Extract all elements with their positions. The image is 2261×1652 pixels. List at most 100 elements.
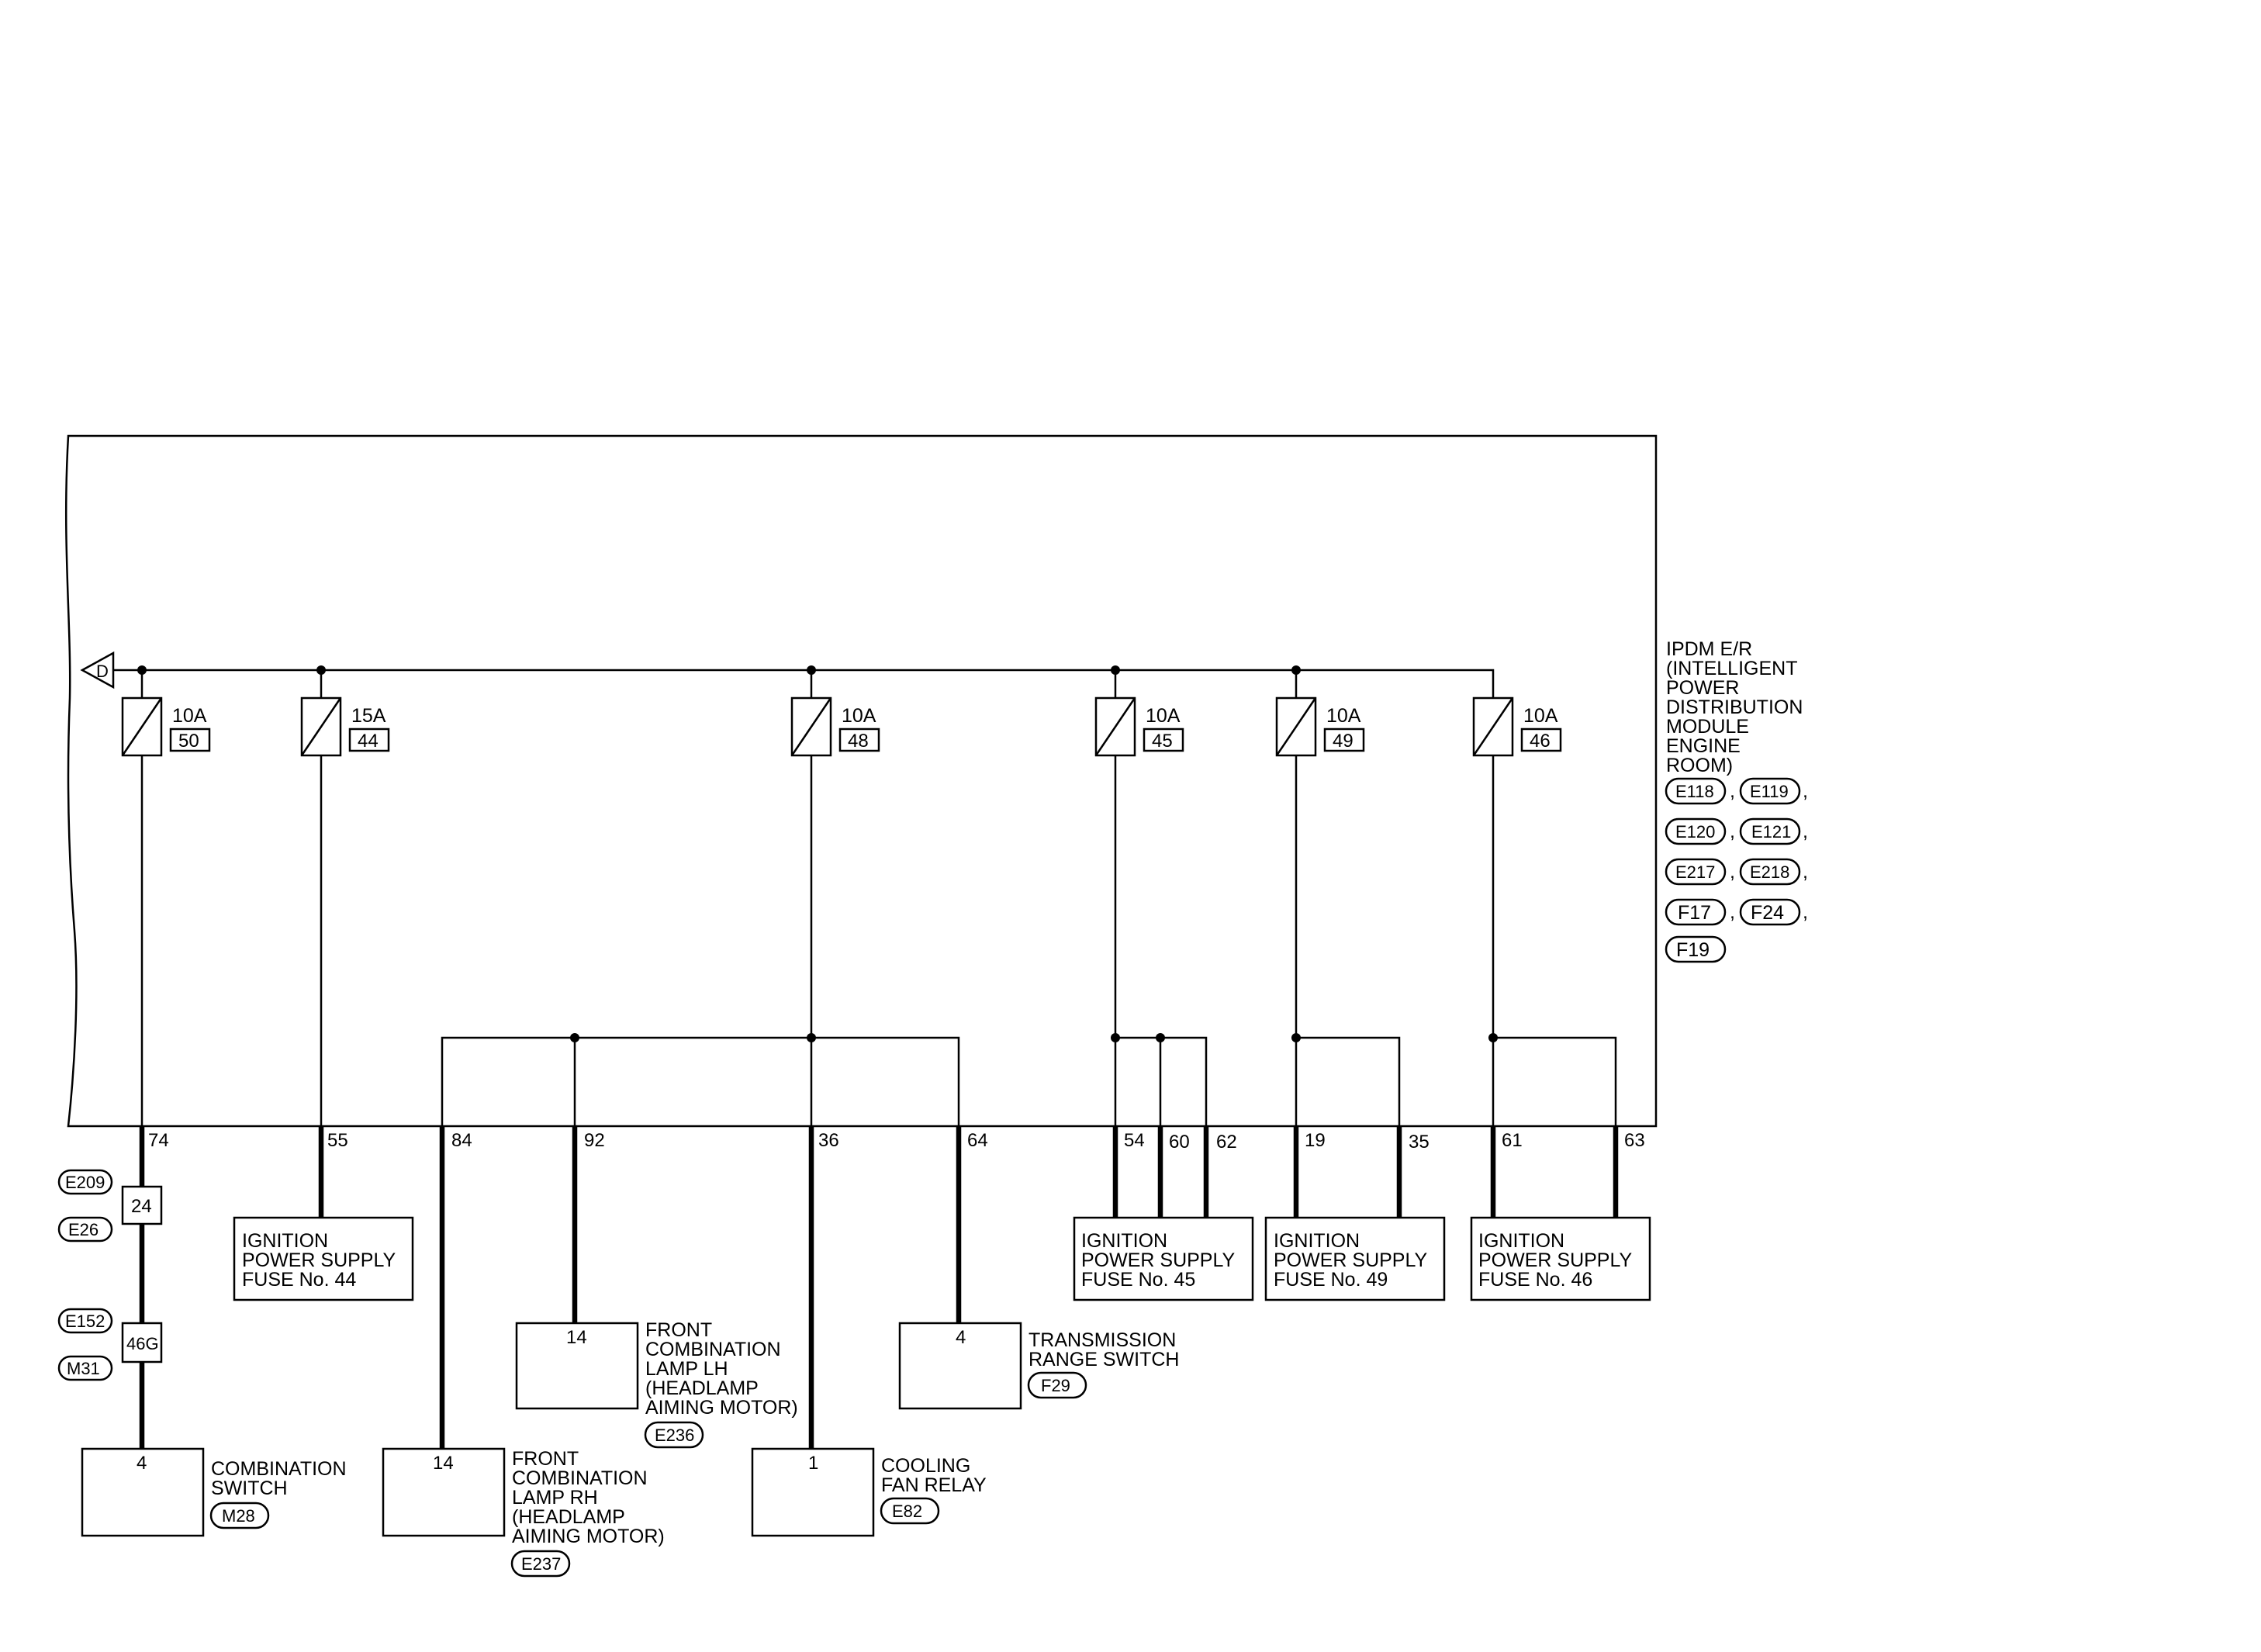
connector-label: E152 <box>65 1312 105 1331</box>
ipdm-label-line: MODULE <box>1666 716 1749 738</box>
connector-label: E217 <box>1675 862 1715 882</box>
connector-label: E118 <box>1675 782 1714 801</box>
fuse-number: 44 <box>358 731 379 752</box>
joint-connector-24: 24 E209 E26 <box>57 1169 163 1242</box>
joint-number: 24 <box>131 1196 152 1217</box>
component-label-line: COMBINATION <box>645 1339 781 1360</box>
ipdm-label-line: POWER <box>1666 677 1739 699</box>
ipdm-label-line: (INTELLIGENT <box>1666 658 1797 679</box>
component-label-line: (HEADLAMP <box>512 1506 625 1528</box>
connector-label: F29 <box>1041 1376 1070 1395</box>
component-label-line: SWITCH <box>211 1477 288 1499</box>
fuse-46: 10A 46 <box>1472 696 1562 1126</box>
connector-label: E236 <box>655 1426 694 1445</box>
terminal-64: 64 <box>967 1130 988 1151</box>
joint-number: 46G <box>126 1334 159 1353</box>
fuse-49: 10A 49 <box>1275 670 1365 1126</box>
separator: , <box>1730 861 1735 883</box>
terminal-54: 54 <box>1124 1130 1145 1151</box>
component-pin: 14 <box>433 1453 454 1474</box>
fuse-rating: 15A <box>351 705 386 727</box>
fuse-rating: 10A <box>1523 705 1558 727</box>
terminal-36: 36 <box>818 1130 839 1151</box>
component-label-line: FUSE No. 49 <box>1274 1269 1388 1291</box>
fuse-number: 48 <box>848 731 869 752</box>
component-label-line: POWER SUPPLY <box>1081 1249 1236 1271</box>
component-label-line: AIMING MOTOR) <box>645 1397 798 1419</box>
component-label-line: COMBINATION <box>211 1458 347 1480</box>
component-label-line: FUSE No. 46 <box>1478 1269 1592 1291</box>
power-bus: D <box>80 651 1495 698</box>
component-label-line: IGNITION <box>1274 1230 1360 1252</box>
ipdm-label-line: IPDM E/R <box>1666 638 1752 660</box>
component-label-line: IGNITION <box>1478 1230 1564 1252</box>
terminal-19: 19 <box>1305 1130 1326 1151</box>
terminal-74: 74 <box>148 1130 169 1151</box>
terminal-84: 84 <box>451 1130 472 1151</box>
terminal-62: 62 <box>1216 1132 1237 1153</box>
component-label-line: COOLING <box>881 1455 970 1477</box>
component-label-line: FRONT <box>512 1448 579 1470</box>
component-pin: 4 <box>956 1327 966 1348</box>
connector-label: E121 <box>1751 822 1791 842</box>
component-pin: 14 <box>566 1327 587 1348</box>
separator: , <box>1730 901 1735 923</box>
component-pin: 4 <box>137 1453 147 1474</box>
fuse-rating: 10A <box>172 705 207 727</box>
connector-label: E237 <box>521 1554 561 1574</box>
component-label-line: IGNITION <box>1081 1230 1167 1252</box>
joint-connector-46g: 46G E152 M31 <box>57 1308 163 1381</box>
component-label-line: AIMING MOTOR) <box>512 1526 665 1547</box>
fuse-45: 10A 45 <box>1094 670 1184 1126</box>
fuse-44: 15A 44 <box>300 670 390 1126</box>
component-label-line: FUSE No. 44 <box>242 1269 356 1291</box>
external-wires <box>139 1126 1619 1449</box>
fuse-rating: 10A <box>842 705 876 727</box>
separator: , <box>1730 780 1735 802</box>
ipdm-label-line: ROOM) <box>1666 755 1733 776</box>
component-label-line: FRONT <box>645 1319 712 1341</box>
separator: , <box>1730 821 1735 842</box>
connector-label: E120 <box>1675 822 1715 842</box>
separator: , <box>1803 861 1808 883</box>
component-label-line: FAN RELAY <box>881 1474 987 1496</box>
component-label-line: LAMP LH <box>645 1358 728 1380</box>
component-label-line: COMBINATION <box>512 1467 648 1489</box>
fuse-number: 46 <box>1530 731 1551 752</box>
ipdm-label-line: DISTRIBUTION <box>1666 696 1803 718</box>
separator: , <box>1803 821 1808 842</box>
fuse-number: 49 <box>1333 731 1353 752</box>
ipdm-module-outline <box>64 434 1658 1128</box>
fuse-number: 45 <box>1152 731 1173 752</box>
component-label-line: POWER SUPPLY <box>1274 1249 1428 1271</box>
fuse-rating: 10A <box>1326 705 1361 727</box>
connector-label: E119 <box>1750 782 1789 801</box>
component-pin: 1 <box>808 1453 818 1474</box>
connector-label: M31 <box>67 1359 100 1378</box>
separator: , <box>1803 901 1808 923</box>
fuse-48: 10A 48 <box>790 670 880 1126</box>
separator: , <box>1803 780 1808 802</box>
connector-label: M28 <box>222 1506 255 1526</box>
fuse-rating: 10A <box>1146 705 1181 727</box>
component-label-line: TRANSMISSION <box>1029 1329 1176 1351</box>
connector-label: E218 <box>1750 862 1789 882</box>
terminal-55: 55 <box>327 1130 348 1151</box>
